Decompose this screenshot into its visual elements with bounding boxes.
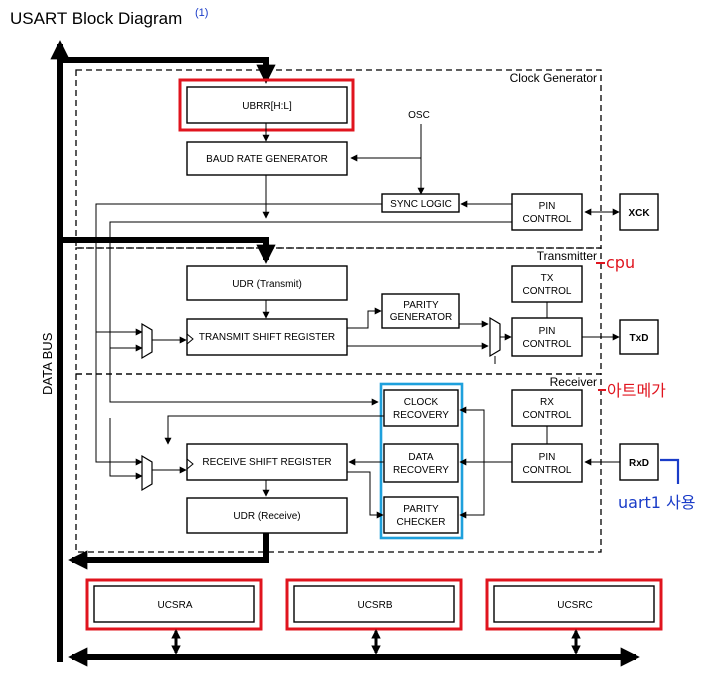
txd-label: TxD xyxy=(630,333,649,344)
tx-control-label-2: CONTROL xyxy=(523,286,572,297)
udr-transmit-block xyxy=(186,265,348,301)
sync-logic-label: SYNC LOGIC xyxy=(390,199,452,210)
rx-control-block xyxy=(511,389,583,427)
pin-control-txd-label-2: CONTROL xyxy=(523,339,572,350)
receiver-label: Receiver xyxy=(550,375,597,389)
cpu-annotation: cpu xyxy=(606,253,635,272)
pin-control-xck-label-1: PIN xyxy=(539,201,556,212)
xck-pin xyxy=(619,193,659,231)
clock-recovery-label-2: RECOVERY xyxy=(393,410,449,421)
pin-control-rxd-label-1: PIN xyxy=(539,452,556,463)
clock-generator-label: Clock Generator xyxy=(510,71,597,85)
pin-control-txd-block xyxy=(511,317,583,357)
bus-to-ubrr xyxy=(60,57,276,84)
receive-shift-register-block xyxy=(186,443,348,481)
tx-output-mux xyxy=(489,316,501,358)
clock-recovery-label-1: CLOCK xyxy=(404,397,439,408)
rx-clock-mux xyxy=(141,454,153,492)
ubrr-label: UBRR[H:L] xyxy=(242,101,292,112)
parity-generator-label-2: GENERATOR xyxy=(390,312,452,323)
ucsrc-highlight xyxy=(485,578,663,631)
ucsra-register xyxy=(93,585,255,623)
uart1-note-mark xyxy=(660,458,680,484)
data-recovery-block xyxy=(383,443,459,483)
rx-control-label-1: RX xyxy=(540,397,554,408)
ucsra-label: UCSRA xyxy=(157,600,192,611)
clock-recovery-block xyxy=(383,389,459,427)
ucsra-highlight xyxy=(85,578,263,631)
pin-control-xck-block xyxy=(511,193,583,231)
rx-control-label-2: CONTROL xyxy=(523,410,572,421)
xck-label: XCK xyxy=(628,208,650,219)
pin-control-rxd-label-2: CONTROL xyxy=(523,465,572,476)
ucsrb-highlight xyxy=(285,578,463,631)
udr-transmit-label: UDR (Transmit) xyxy=(232,279,302,290)
data-recovery-label-1: DATA xyxy=(408,452,434,463)
sync-clock-line-to-rx xyxy=(95,203,382,466)
transmit-shift-register-block xyxy=(186,318,348,356)
data-recovery-label-2: RECOVERY xyxy=(393,465,449,476)
ubrr-block xyxy=(186,86,348,124)
transmit-shift-register-label: TRANSMIT SHIFT REGISTER xyxy=(199,332,335,343)
tsr-clock-glyph xyxy=(186,333,194,345)
rxd-label: RxD xyxy=(629,458,649,469)
data-bus-label: DATA BUS xyxy=(40,332,55,395)
tx-clock-mux xyxy=(141,322,153,360)
rsr-to-parity-checker-arrow xyxy=(347,471,384,519)
ucsrb-label: UCSRB xyxy=(357,600,392,611)
pin-to-parity-checker-line xyxy=(459,462,485,519)
clock-to-rx-mux-b xyxy=(109,418,143,480)
title-footnote: (1) xyxy=(195,7,208,19)
pin-clock-line-to-clock-recovery xyxy=(109,221,512,406)
receive-shift-register-label: RECEIVE SHIFT REGISTER xyxy=(202,457,331,468)
pin-control-rxd-block xyxy=(511,443,583,483)
atmega-annotation: 아트메가 xyxy=(607,381,666,400)
udr-rx-to-bus xyxy=(68,533,269,570)
txd-pin xyxy=(619,319,659,355)
ucsrb-register xyxy=(293,585,455,623)
udr-receive-label: UDR (Receive) xyxy=(233,511,300,522)
baud-rate-generator-block xyxy=(186,141,348,176)
sync-logic-block xyxy=(381,193,460,213)
uart1-annotation: uart1 사용 xyxy=(618,493,696,512)
parity-checker-label-1: PARITY xyxy=(403,504,439,515)
bus-to-udr-tx xyxy=(60,237,276,264)
pin-to-clock-recovery-arrow xyxy=(459,406,485,462)
osc-label: OSC xyxy=(408,110,430,121)
pin-control-xck-label-2: CONTROL xyxy=(523,214,572,225)
ucsrc-label: UCSRC xyxy=(557,600,593,611)
pin-control-txd-label-1: PIN xyxy=(539,326,556,337)
receiver-frame xyxy=(75,373,602,553)
parity-generator-label-1: PARITY xyxy=(403,300,439,311)
udr-receive-block xyxy=(186,497,348,534)
ucsrc-register xyxy=(493,585,655,623)
tsr-to-parity-arrow xyxy=(347,307,382,329)
parity-checker-block xyxy=(383,496,459,534)
tx-control-label-1: TX xyxy=(541,273,554,284)
baud-rate-generator-label: BAUD RATE GENERATOR xyxy=(206,154,328,165)
parity-generator-block xyxy=(381,293,460,329)
clock-recovery-to-rsr-line xyxy=(164,415,384,445)
transmitter-label: Transmitter xyxy=(537,249,597,263)
rsr-clock-glyph xyxy=(186,458,194,470)
parity-checker-label-2: CHECKER xyxy=(397,517,446,528)
diagram-title: USART Block Diagram xyxy=(10,9,182,28)
